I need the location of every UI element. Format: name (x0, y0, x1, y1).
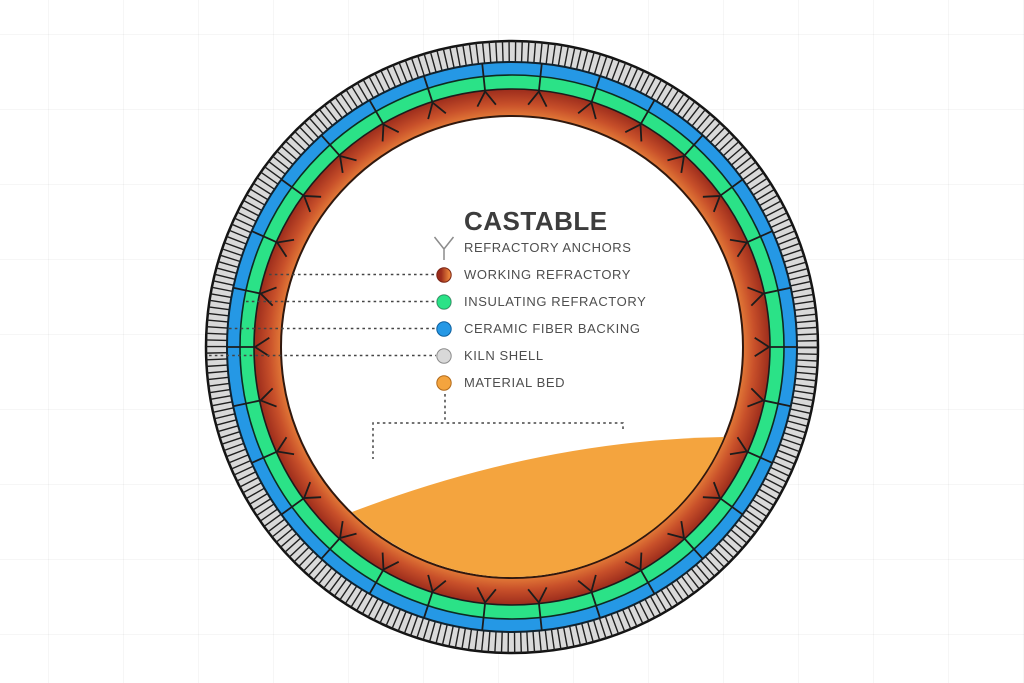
legend-label: WORKING REFRACTORY (464, 267, 632, 282)
legend-label: CERAMIC FIBER BACKING (464, 321, 641, 336)
legend-title: CASTABLE (464, 206, 608, 236)
legend-rows: REFRACTORY ANCHORS WORKING REFRACTORY IN… (432, 234, 646, 396)
working-refractory-dot (432, 266, 456, 284)
legend-label: MATERIAL BED (464, 375, 566, 390)
legend-row-material-bed: MATERIAL BED (432, 369, 646, 396)
kiln-shell-dot (432, 347, 456, 365)
legend-label: INSULATING REFRACTORY (464, 294, 647, 309)
kiln-shell-segment-ticks (206, 41, 818, 653)
anchor-y-icon (432, 235, 456, 261)
legend-label: REFRACTORY ANCHORS (464, 240, 632, 255)
legend-row-working-refractory: WORKING REFRACTORY (432, 261, 646, 288)
legend-row-ceramic-fiber: CERAMIC FIBER BACKING (432, 315, 646, 342)
legend-leader-lines (209, 273, 624, 459)
legend-row-insulating-refractory: INSULATING REFRACTORY (432, 288, 646, 315)
material-bed (352, 437, 724, 578)
legend-label: KILN SHELL (464, 348, 544, 363)
legend-row-refractory-anchors: REFRACTORY ANCHORS (432, 234, 646, 261)
material-bed-leader (372, 394, 624, 459)
material-bed-dot (432, 374, 456, 392)
legend-row-kiln-shell: KILN SHELL (432, 342, 646, 369)
insulating-refractory-dot (432, 293, 456, 311)
ceramic-fiber-dot (432, 320, 456, 338)
